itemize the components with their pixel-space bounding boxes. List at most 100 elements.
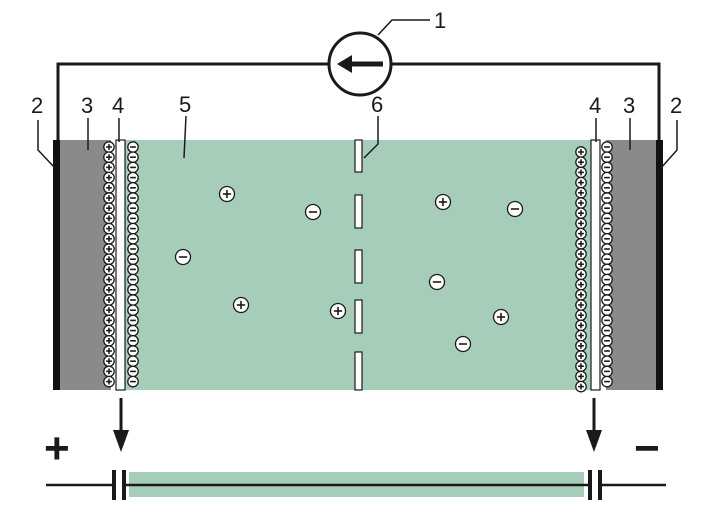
cation-icon <box>103 151 115 164</box>
anion-icon <box>601 324 613 337</box>
cation-icon <box>329 302 347 320</box>
anion-icon <box>127 141 139 153</box>
anion-icon <box>601 243 613 255</box>
cation-icon <box>232 296 250 314</box>
cation-icon <box>103 161 115 174</box>
anion-icon <box>127 192 139 204</box>
cation-icon <box>492 308 510 326</box>
cation-icon <box>575 197 587 209</box>
cation-icon <box>103 324 115 337</box>
label-2-right: 2 <box>670 93 682 118</box>
anion-icon <box>127 294 139 306</box>
anion-icon <box>127 161 139 174</box>
cation-icon <box>218 185 236 203</box>
double-layer-ions <box>103 141 613 393</box>
anion-icon <box>601 222 613 235</box>
cation-icon <box>575 207 587 220</box>
current-collector-left <box>53 140 60 390</box>
cation-icon <box>103 171 115 184</box>
anion-icon <box>601 263 613 276</box>
current-collector-right <box>656 140 663 390</box>
anion-icon <box>601 253 613 266</box>
cation-icon <box>575 146 587 158</box>
anion-icon <box>601 334 613 347</box>
leader-lines <box>37 19 678 169</box>
anion-icon <box>127 345 139 357</box>
cation-icon <box>575 319 587 332</box>
cation-icon <box>575 350 587 362</box>
cation-icon <box>103 294 115 306</box>
cation-icon <box>103 212 115 225</box>
free-ions <box>174 185 524 353</box>
anion-icon <box>127 181 139 194</box>
anion-icon <box>127 324 139 337</box>
separator-right <box>590 139 601 391</box>
membrane <box>354 139 363 391</box>
anion-icon <box>127 212 139 225</box>
anion-icon <box>601 192 613 204</box>
cation-icon <box>575 268 587 281</box>
anion-icon <box>601 151 613 164</box>
cation-icon <box>575 227 587 240</box>
anion-icon <box>127 222 139 235</box>
anion-icon <box>601 212 613 225</box>
anion-icon <box>601 181 613 194</box>
anion-icon <box>601 202 613 215</box>
membrane-segment <box>354 351 363 391</box>
arrow-down-icon <box>586 398 602 452</box>
anion-icon <box>601 304 613 317</box>
anion-icon <box>601 314 613 327</box>
anion-icon <box>127 171 139 184</box>
anion-icon <box>601 161 613 174</box>
anion-icon <box>127 202 139 215</box>
cation-icon <box>103 192 115 204</box>
anion-icon <box>428 273 446 291</box>
cation-icon <box>575 309 587 322</box>
electrode-right <box>606 140 661 390</box>
anion-icon <box>304 203 322 221</box>
anion-icon <box>127 375 139 388</box>
cation-icon <box>575 288 587 301</box>
anion-icon <box>601 345 613 357</box>
cation-icon <box>575 339 587 352</box>
cation-icon <box>103 334 115 347</box>
cation-icon <box>103 314 115 327</box>
separator-left <box>115 139 126 391</box>
cation-icon <box>575 248 587 260</box>
cation-icon <box>103 304 115 317</box>
cation-icon <box>575 380 587 393</box>
cation-icon <box>575 237 587 250</box>
anion-icon <box>127 151 139 164</box>
anion-icon <box>127 365 139 378</box>
anion-icon <box>601 273 613 286</box>
anion-icon <box>127 273 139 286</box>
anion-icon <box>601 365 613 378</box>
cation-icon <box>103 375 115 388</box>
cation-icon <box>103 141 115 153</box>
cation-icon <box>575 166 587 179</box>
cation-icon <box>103 243 115 255</box>
cation-icon <box>103 202 115 215</box>
anion-icon <box>127 355 139 368</box>
label-1: 1 <box>434 8 446 33</box>
anion-icon <box>601 355 613 368</box>
cation-icon <box>575 329 587 342</box>
current-source-icon <box>327 31 393 97</box>
cation-icon <box>103 355 115 368</box>
label-3-left: 3 <box>81 93 93 118</box>
anion-icon <box>127 334 139 347</box>
cation-icon <box>575 370 587 383</box>
cation-icon <box>575 360 587 373</box>
positive-terminal-sign: + <box>44 424 70 473</box>
anion-icon <box>601 283 613 296</box>
label-2-left: 2 <box>31 93 43 118</box>
membrane-segment <box>354 194 363 229</box>
label-5: 5 <box>179 92 191 117</box>
cation-icon <box>575 278 587 291</box>
anion-icon <box>127 243 139 255</box>
circuit-wire <box>56 62 661 140</box>
anion-icon <box>454 335 472 353</box>
anion-icon <box>601 375 613 388</box>
electrode-left <box>56 140 111 390</box>
